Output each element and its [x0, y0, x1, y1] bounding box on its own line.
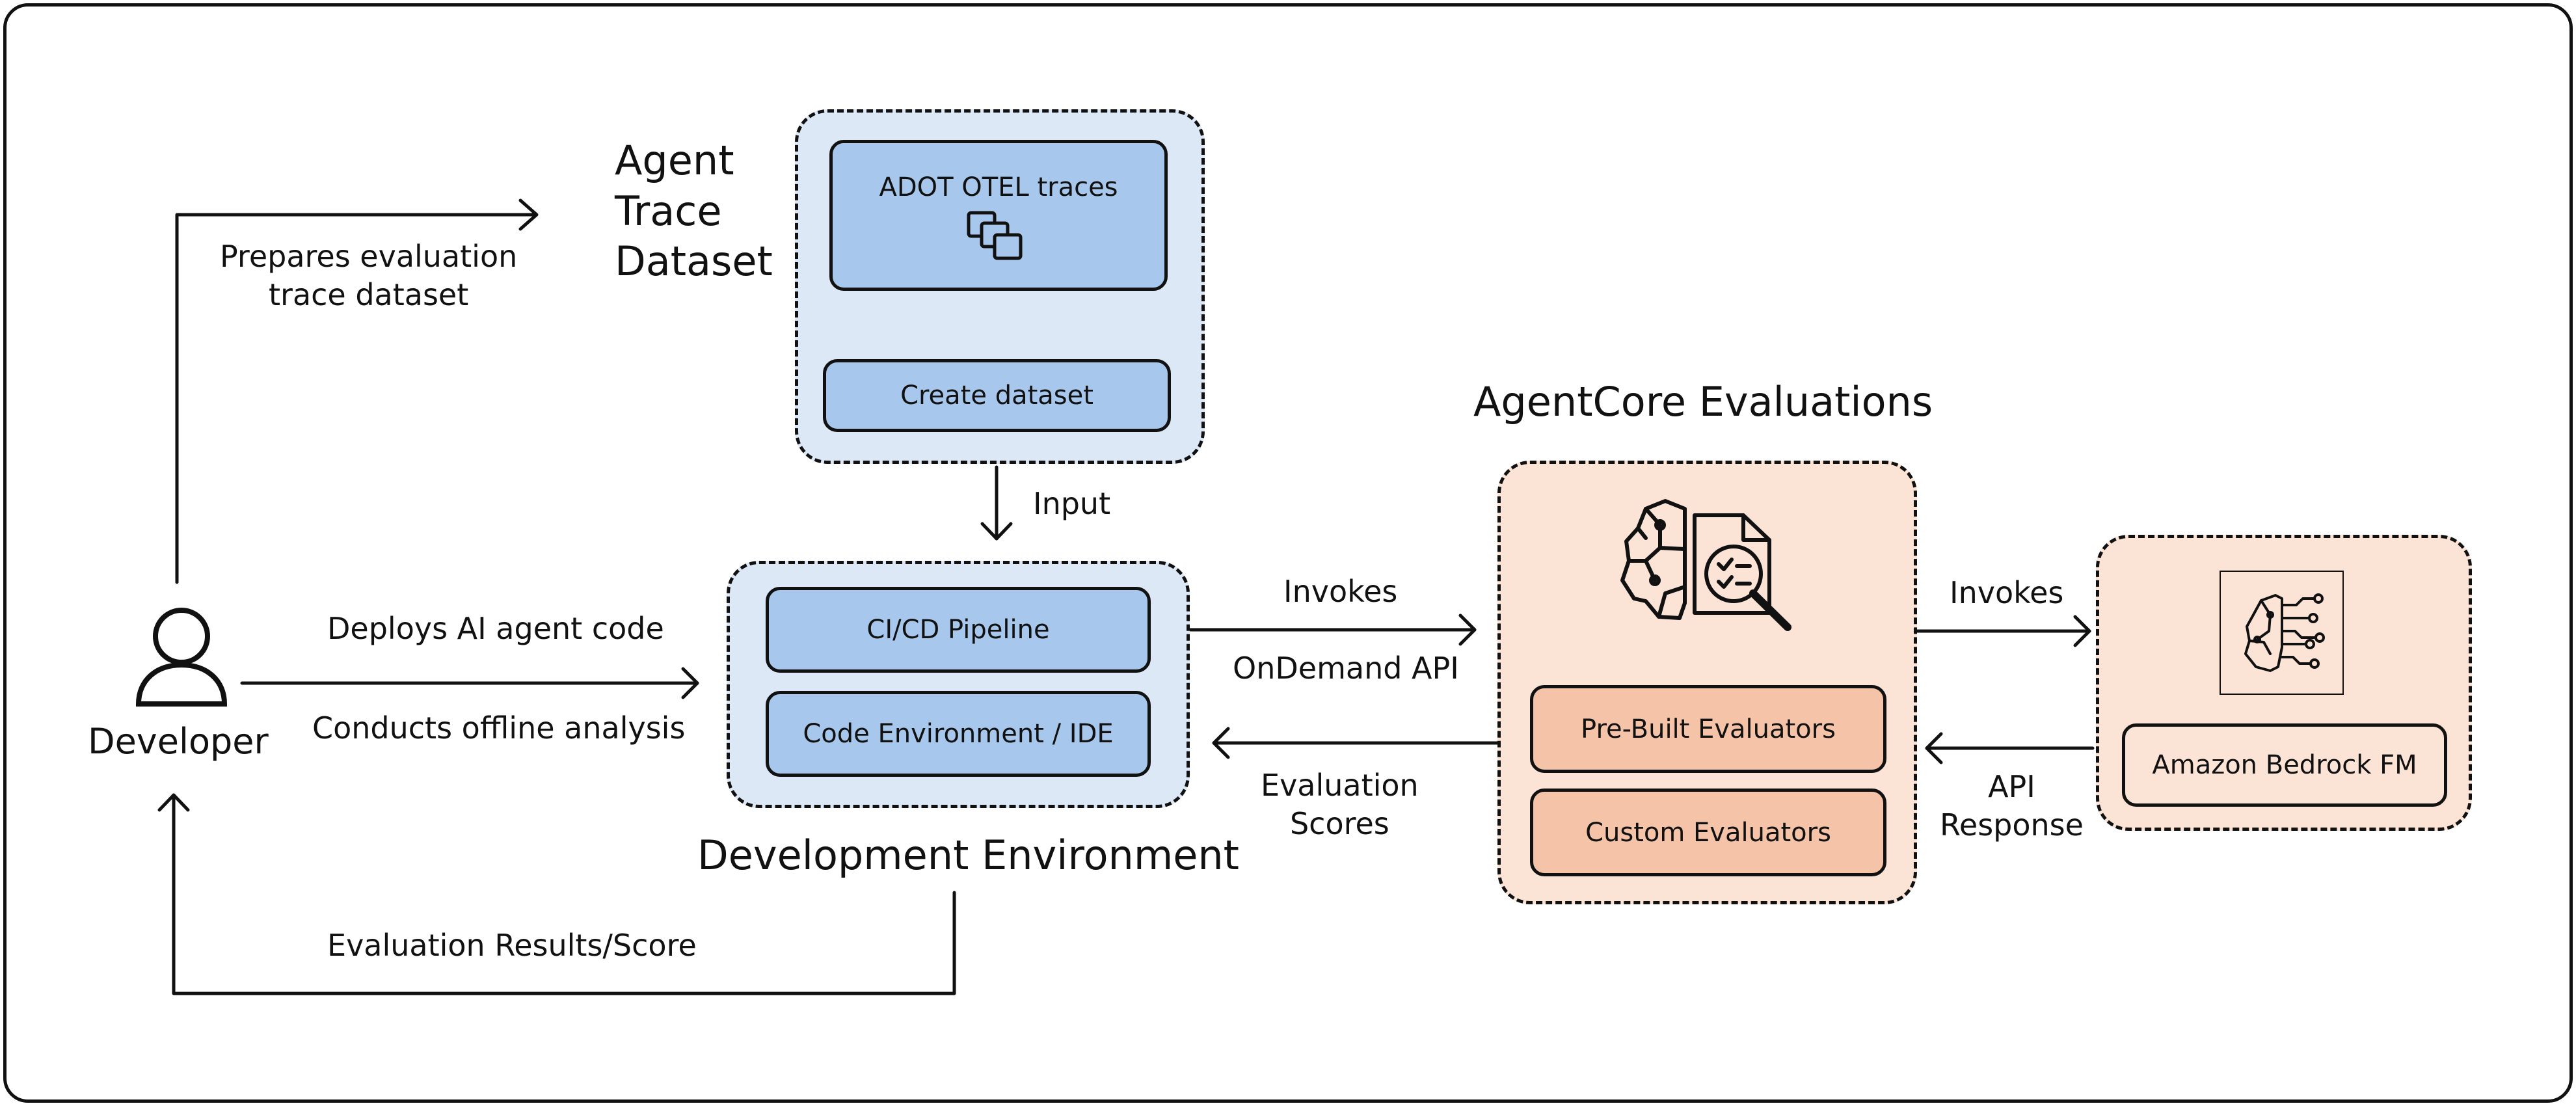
prepares-dataset-arrow — [175, 213, 537, 584]
custom-evaluators-label: Custom Evaluators — [1585, 817, 1831, 848]
deploys-arrowhead — [681, 667, 699, 699]
agentcore-evaluations-title: AgentCore Evaluations — [1473, 378, 1933, 425]
development-environment-title: Development Environment — [697, 831, 1239, 879]
evaluation-results-label: Evaluation Results/Score — [327, 928, 697, 963]
api-response-arrowhead — [1925, 732, 1943, 764]
cicd-pipeline-label: CI/CD Pipeline — [866, 615, 1050, 645]
code-environment-label: Code Environment / IDE — [803, 719, 1114, 749]
prebuilt-evaluators-label: Pre-Built Evaluators — [1581, 714, 1836, 744]
code-environment-box: Code Environment / IDE — [766, 691, 1151, 777]
create-dataset-box: Create dataset — [823, 359, 1171, 432]
evaluation-scores-arrowhead — [1212, 727, 1230, 759]
invokes-label-2: Invokes — [1950, 575, 2064, 610]
circuit-brain-icon — [2220, 571, 2344, 695]
invokes-label-1: Invokes — [1283, 574, 1398, 609]
cicd-pipeline-box: CI/CD Pipeline — [766, 587, 1151, 673]
stacked-squares-icon — [967, 211, 1023, 260]
brain-document-magnifier-icon — [1620, 499, 1791, 631]
custom-evaluators-box: Custom Evaluators — [1530, 789, 1886, 876]
amazon-bedrock-fm-label: Amazon Bedrock FM — [2152, 750, 2417, 780]
input-label: Input — [1033, 486, 1111, 521]
invokes-evaluations-arrowhead — [1458, 614, 1477, 646]
evaluation-results-line — [172, 793, 956, 995]
evaluation-results-arrowhead — [157, 793, 190, 812]
developer-label: Developer — [88, 721, 269, 762]
amazon-bedrock-fm-box: Amazon Bedrock FM — [2122, 723, 2447, 807]
adot-otel-traces-box: ADOT OTEL traces — [829, 140, 1168, 291]
adot-otel-traces-label: ADOT OTEL traces — [879, 172, 1118, 202]
create-dataset-label: Create dataset — [900, 381, 1093, 411]
deploys-code-label: Deploys AI agent code — [327, 611, 664, 646]
diagram-frame — [3, 3, 2573, 1103]
input-arrowhead — [980, 522, 1013, 541]
person-icon — [135, 608, 228, 707]
invokes-bedrock-arrowhead — [2073, 615, 2091, 647]
conducts-analysis-label: Conducts offline analysis — [312, 710, 686, 746]
prebuilt-evaluators-box: Pre-Built Evaluators — [1530, 685, 1886, 773]
prepares-dataset-arrowhead — [518, 198, 539, 231]
ondemand-api-label: OnDemand API — [1233, 651, 1459, 686]
